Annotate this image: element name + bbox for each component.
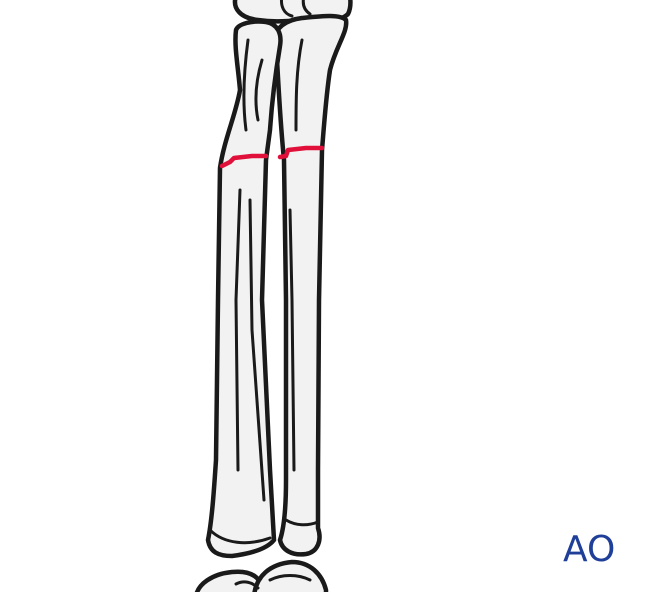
carpal-bones	[194, 559, 329, 592]
radius-fracture-line	[219, 153, 269, 169]
ao-logo: AO	[563, 530, 615, 566]
ao-logo-text: AO	[563, 530, 615, 566]
ulna	[273, 13, 349, 557]
radius	[205, 19, 283, 559]
ulna-fracture-line	[277, 145, 325, 160]
